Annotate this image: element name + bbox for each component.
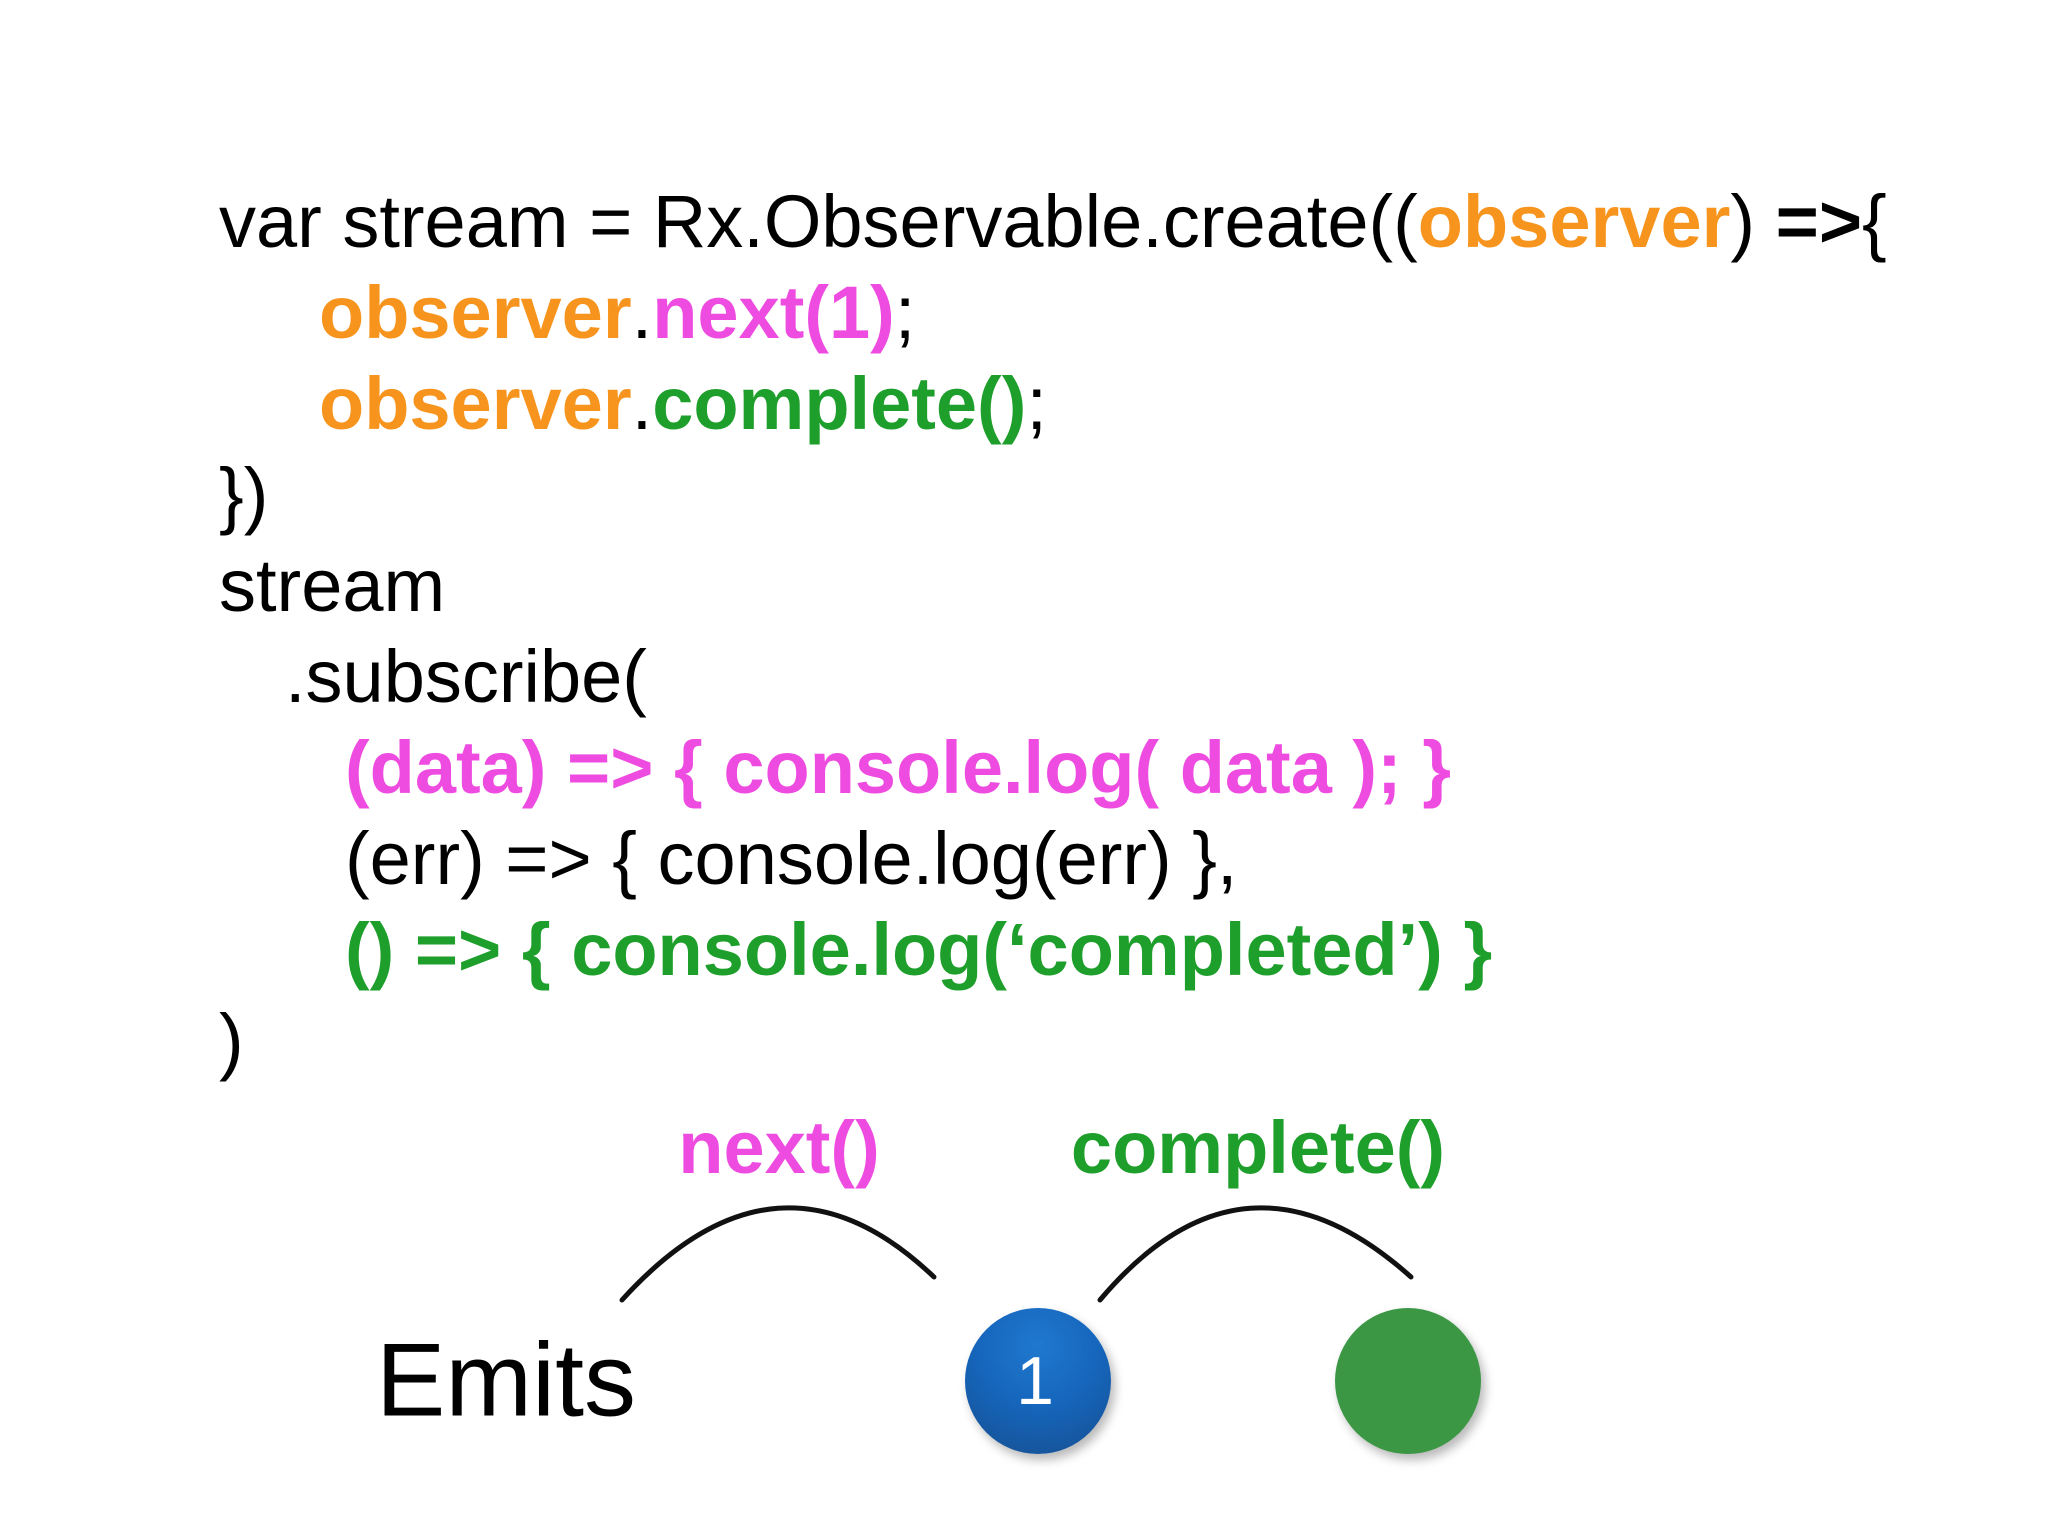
code-segment: .subscribe( xyxy=(285,635,647,718)
complete-marble xyxy=(1335,1308,1481,1454)
code-segment: => xyxy=(1775,180,1863,263)
emits-label: Emits xyxy=(376,1322,636,1439)
code-segment: () => { console.log(‘completed’) } xyxy=(345,908,1493,991)
code-segment: var stream = Rx.Observable.create(( xyxy=(219,180,1418,263)
marble-value: 1 xyxy=(1016,1343,1054,1419)
code-segment: complete() xyxy=(652,362,1027,445)
code-segment: next(1) xyxy=(652,271,895,354)
code-segment: observer xyxy=(319,271,632,354)
code-line: () => { console.log(‘completed’) } xyxy=(219,904,1887,995)
code-line: ) xyxy=(219,995,1887,1086)
code-segment: . xyxy=(631,271,653,354)
code-segment: (err) => { console.log(err) }, xyxy=(345,817,1238,900)
code-segment: { xyxy=(1862,180,1887,263)
next-marble: 1 xyxy=(965,1308,1111,1454)
code-segment: ; xyxy=(1026,362,1047,445)
next-arc xyxy=(619,1205,937,1303)
code-line: (data) => { console.log( data ); } xyxy=(219,722,1887,813)
code-segment: observer xyxy=(319,362,632,445)
complete-arc xyxy=(1097,1205,1414,1303)
code-line: var stream = Rx.Observable.create((obser… xyxy=(219,176,1887,267)
code-block: var stream = Rx.Observable.create((obser… xyxy=(219,176,1887,1086)
code-line: observer.complete(); xyxy=(219,358,1887,449)
complete-label: complete() xyxy=(1070,1106,1446,1189)
code-segment: stream xyxy=(219,544,446,627)
code-segment: ; xyxy=(894,271,916,354)
code-segment: ) xyxy=(219,999,244,1082)
code-segment: . xyxy=(631,362,653,445)
code-line: observer.next(1); xyxy=(219,267,1887,358)
code-line: stream xyxy=(219,540,1887,631)
code-segment: (data) => { console.log( data ); } xyxy=(345,726,1452,809)
code-segment: ) xyxy=(1730,180,1776,263)
code-line: }) xyxy=(219,449,1887,540)
code-line: (err) => { console.log(err) }, xyxy=(219,813,1887,904)
code-segment: }) xyxy=(219,453,269,536)
next-label: next() xyxy=(678,1106,880,1189)
code-segment: observer xyxy=(1417,180,1731,263)
code-line: .subscribe( xyxy=(219,631,1887,722)
